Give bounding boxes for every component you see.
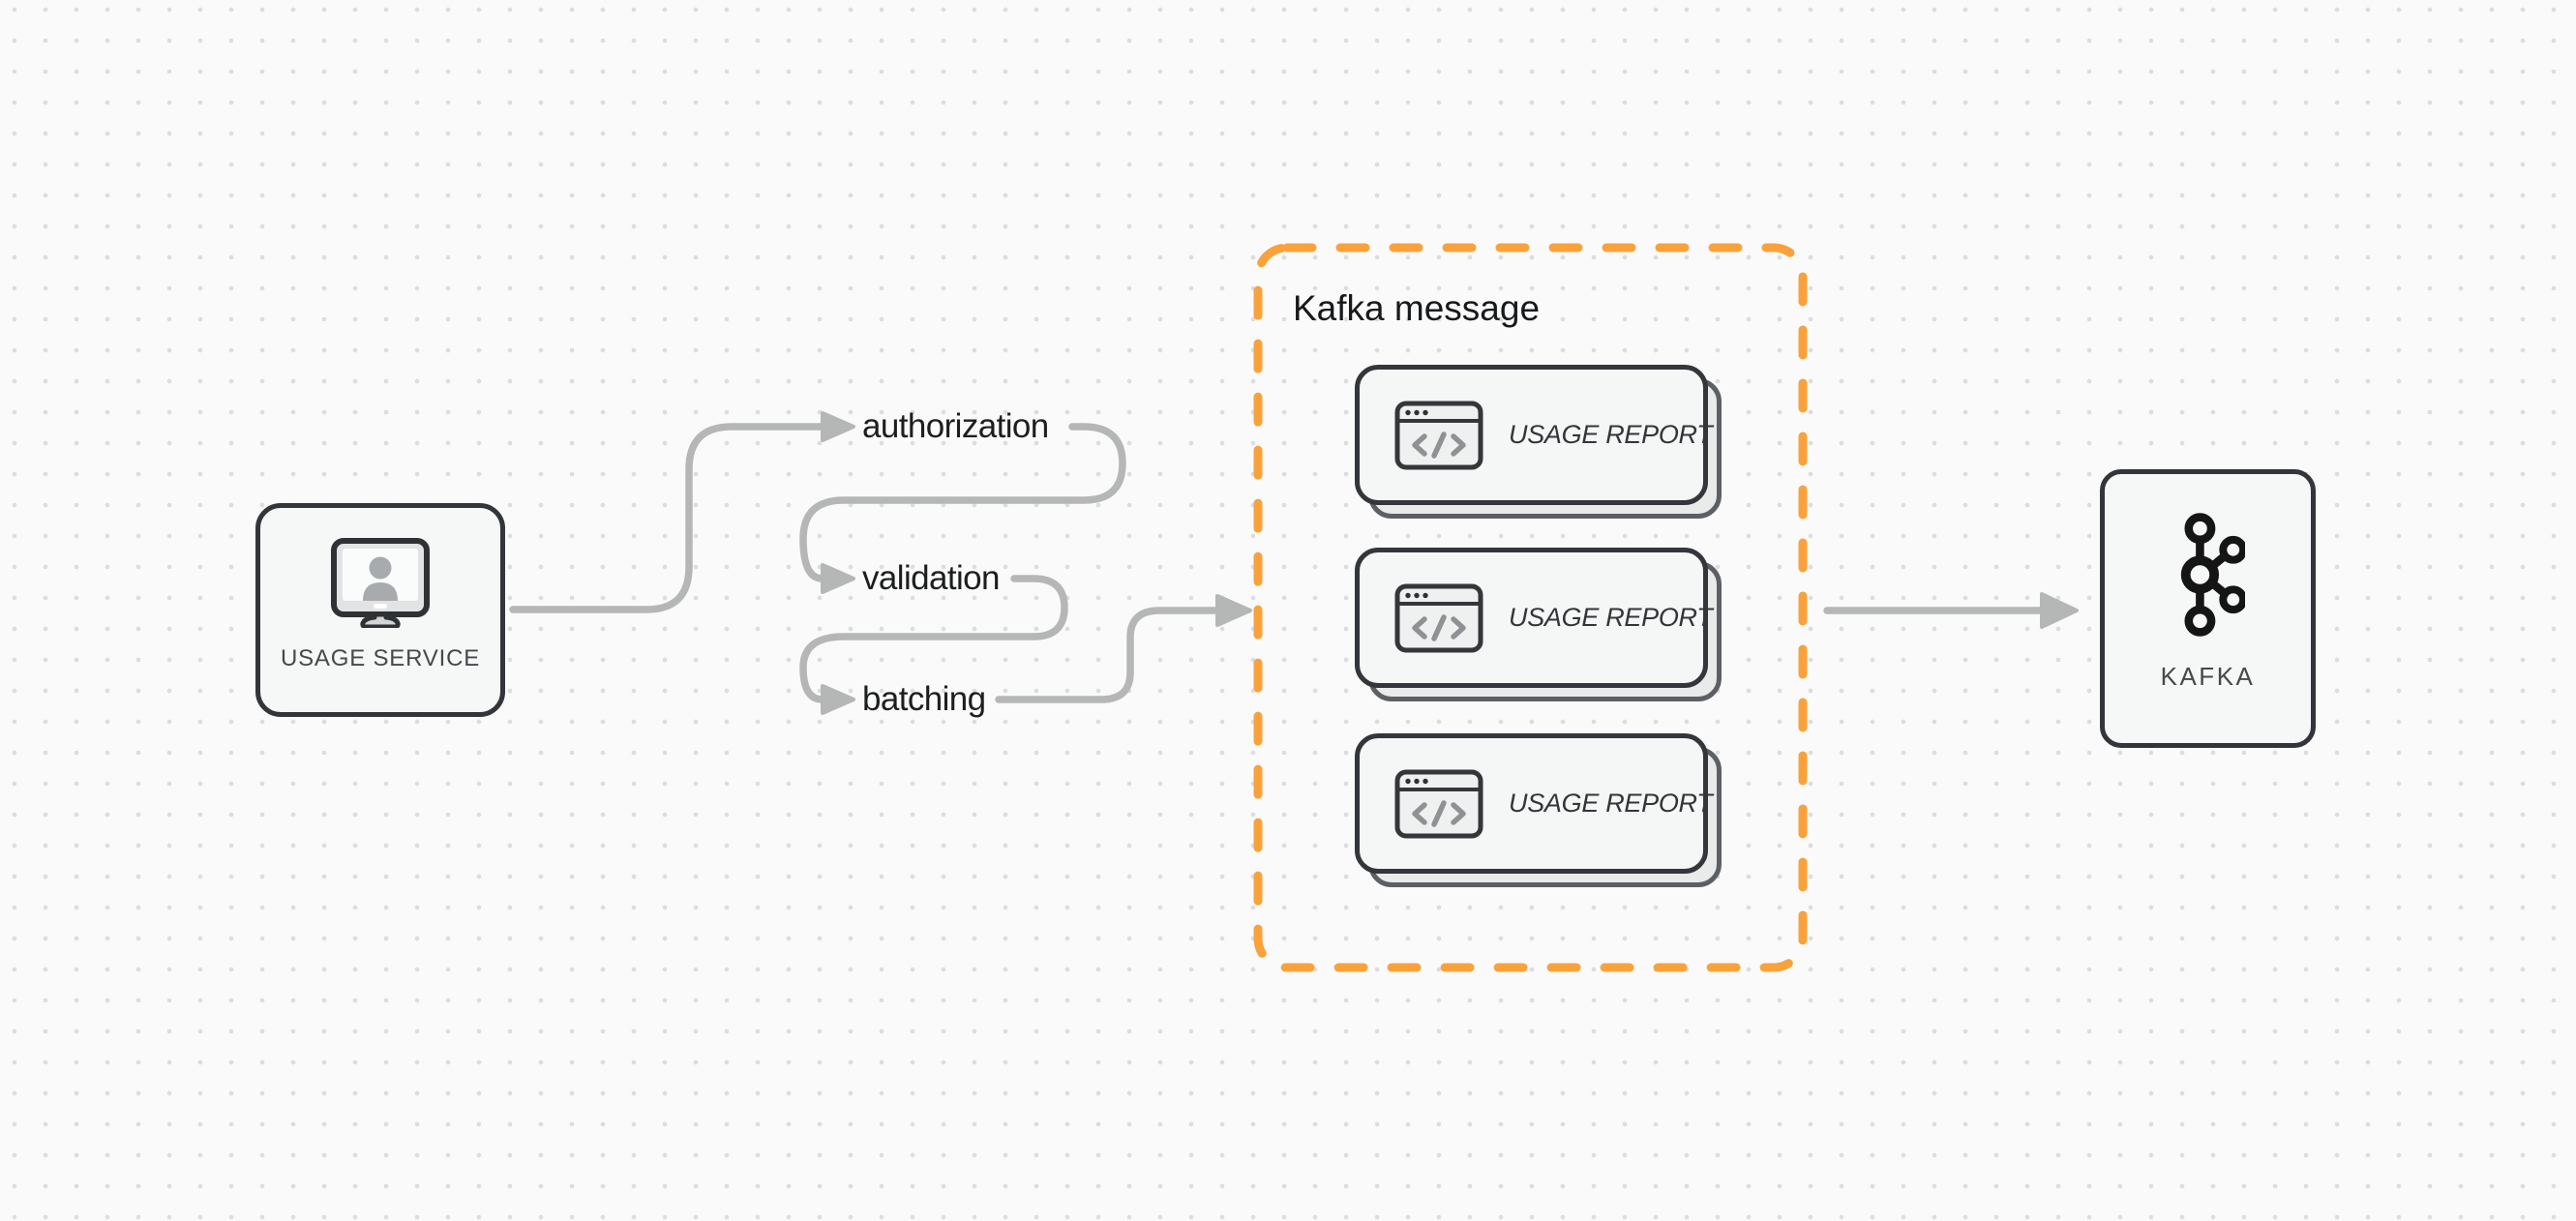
usage-report-card-front: USAGE REPORT [1355,365,1713,505]
monitor-user-icon [331,538,430,628]
usage-service-node: USAGE SERVICE [255,503,505,717]
kafka-message-group: Kafka message USAGE REPORT [1258,248,1803,968]
arrow-authorization-to-validation [799,423,1126,594]
kafka-node: KAFKA [2100,469,2316,748]
code-window-icon [1394,583,1483,652]
usage-report-label: USAGE REPORT [1509,420,1713,449]
usage-service-label: USAGE SERVICE [280,645,481,671]
code-window-icon [1394,401,1483,469]
usage-report-card: USAGE REPORT [1355,365,1722,519]
usage-report-card-front: USAGE REPORT [1355,733,1713,874]
usage-report-card-front: USAGE REPORT [1355,548,1713,688]
kafka-label: KAFKA [2160,662,2256,691]
usage-report-label: USAGE REPORT [1509,789,1713,818]
arrow-kafka-message-to-kafka [1823,592,2079,629]
kafka-logo-icon [2180,513,2245,637]
arrow-usage-to-authorization [509,411,855,613]
kafka-message-group-title: Kafka message [1293,288,1541,328]
flow-step-batching: batching [862,680,986,718]
arrow-batching-to-kafka-message [995,594,1252,703]
flow-step-validation: validation [862,559,1000,597]
usage-report-label: USAGE REPORT [1509,603,1713,632]
usage-report-card: USAGE REPORT [1355,733,1722,887]
arrow-validation-to-batching [799,575,1068,715]
usage-report-card: USAGE REPORT [1355,548,1722,701]
code-window-icon [1394,769,1483,838]
kafka-message-group-border [1253,243,1808,972]
flow-step-authorization: authorization [862,407,1049,445]
